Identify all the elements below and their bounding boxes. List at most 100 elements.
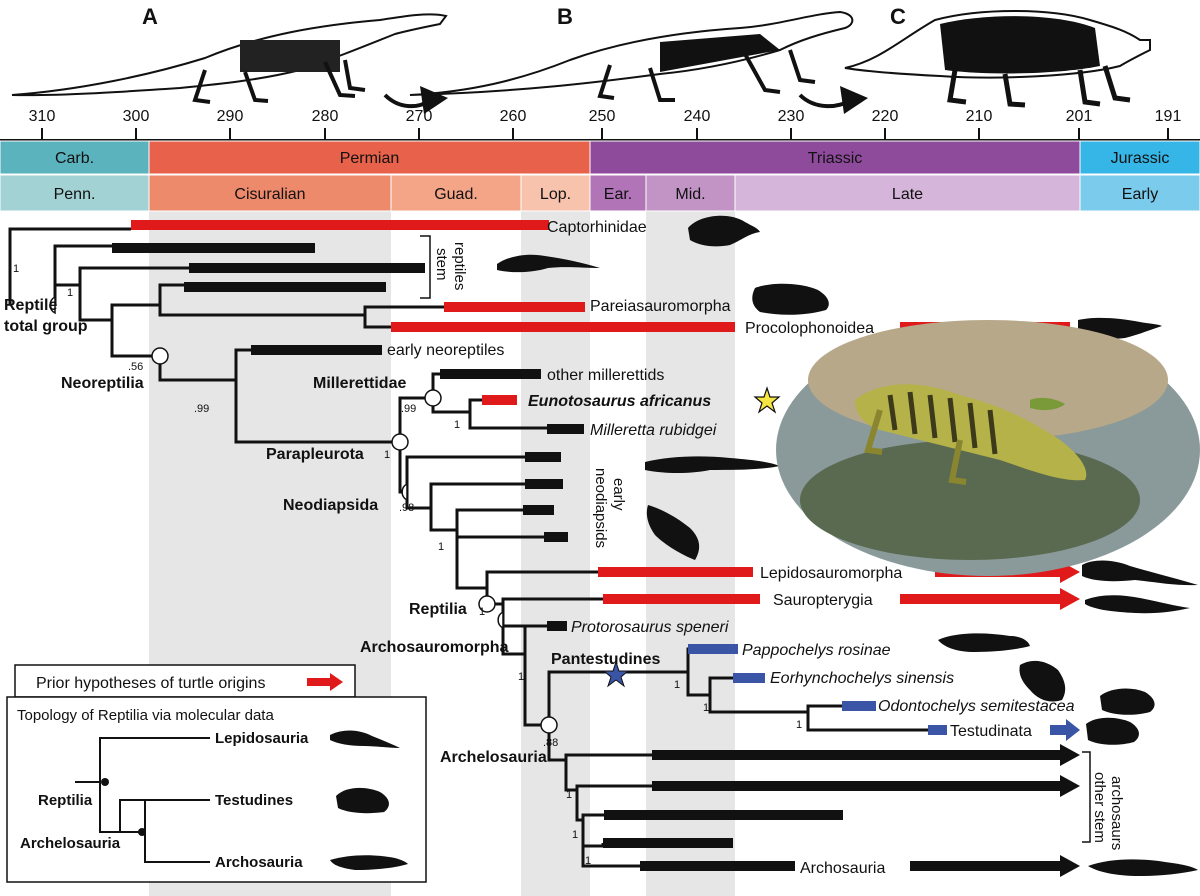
tick-label: 300	[123, 108, 150, 125]
support-98: .98	[399, 502, 414, 514]
epoch-label: Penn.	[54, 186, 96, 203]
support-total: 1	[67, 287, 73, 299]
arrow-stem-archosaur-2	[1060, 775, 1080, 797]
support-neodiapsid: 1	[438, 541, 444, 553]
legend-lizard-icon	[330, 730, 400, 748]
clade-millerettidae: Millerettidae	[313, 375, 406, 392]
period-label: Permian	[340, 150, 400, 167]
label-testudinata: Testudinata	[950, 723, 1032, 740]
lizard-silhouette-2	[1082, 560, 1198, 586]
skeleton-b	[409, 10, 868, 114]
bar-pareiasauromorpha	[444, 302, 585, 312]
clade-neoreptilia: Neoreptilia	[61, 375, 144, 392]
legend-crocodile-icon	[330, 855, 408, 870]
eunotosaurus-reconstruction	[776, 320, 1200, 576]
label-other-millerettids: other millerettids	[547, 367, 664, 384]
support-reptilia: 1	[479, 606, 485, 618]
bar-archosauria-2	[910, 861, 1060, 871]
node-parapleurota	[391, 433, 409, 451]
epoch-bar	[520, 174, 591, 212]
support-stem-1: 1	[566, 789, 572, 801]
bar-neodiapsid-4	[544, 532, 568, 542]
label-eorhynchochelys: Eorhynchochelys sinensis	[770, 670, 954, 687]
skeleton-a	[11, 13, 448, 114]
tree-branches	[8, 227, 928, 868]
range-bars	[112, 220, 1080, 877]
brackets	[420, 235, 1091, 843]
bracket-stem-reptiles	[420, 235, 431, 299]
label-neodiapsids: neodiapsids	[592, 468, 609, 548]
support-parapleurota: 1	[384, 449, 390, 461]
panel-label-a: A	[142, 4, 158, 29]
node-half-archosauromorpha	[497, 610, 504, 630]
arrow-archosauria	[1060, 855, 1080, 877]
node-markers	[49, 295, 558, 734]
label-other-stem: other stem	[1091, 772, 1108, 843]
turtle-silhouette	[1086, 717, 1139, 745]
arrow-sauropterygia	[1060, 588, 1080, 610]
epoch-label: Early	[1122, 186, 1158, 203]
epoch-label: Guad.	[434, 186, 478, 203]
panel-label-b: B	[557, 4, 573, 29]
support-99a: .99	[194, 403, 209, 415]
clade-pantestudines: Pantestudines	[551, 651, 660, 668]
legend-molecular-title: Topology of Reptilia via molecular data	[17, 707, 274, 724]
legend	[6, 664, 427, 883]
support-pant-1: 1	[674, 679, 680, 691]
bar-eorhynchochelys	[733, 673, 765, 683]
label-early: early	[610, 478, 627, 511]
marine-reptile-silhouette	[1085, 595, 1190, 614]
tick-label: 210	[966, 108, 993, 125]
label-protorosaurus: Protorosaurus speneri	[571, 619, 729, 636]
label-stem: stem	[433, 248, 450, 281]
bar-neodiapsid-2	[525, 479, 563, 489]
support-stem-3: 1	[585, 855, 591, 867]
epoch-label: Mid.	[675, 186, 705, 203]
epoch-bar	[0, 174, 150, 212]
archosaur-silhouette	[1088, 859, 1198, 876]
period-bar	[589, 140, 1081, 175]
neodiapsid-silhouette	[645, 456, 780, 473]
period-label: Triassic	[808, 150, 863, 167]
legend-reptilia: Reptilia	[38, 792, 93, 809]
epoch-bar	[589, 174, 647, 212]
label-odontochelys: Odontochelys semitestacea	[878, 698, 1075, 715]
support-stem-2: 1	[572, 829, 578, 841]
bar-procolophonoidea-1	[391, 322, 735, 332]
captorhinid-silhouette	[688, 215, 760, 247]
clade-parapleurota: Parapleurota	[266, 446, 364, 463]
label-archosaurs: archosaurs	[1108, 776, 1125, 850]
bar-neodiapsid-3	[523, 505, 554, 515]
bar-sauropterygia	[603, 594, 760, 604]
period-label: Jurassic	[1111, 150, 1170, 167]
bar-stem-archosaur-3	[604, 810, 843, 820]
clade-archosauromorpha: Archosauromorpha	[360, 639, 509, 656]
epoch-bar	[1079, 174, 1200, 212]
label-pappochelys: Pappochelys rosinae	[742, 642, 891, 659]
epoch-label: Lop.	[540, 186, 571, 203]
tick-label: 280	[312, 108, 339, 125]
bar-early-neoreptiles	[251, 345, 382, 355]
tick-label: 250	[589, 108, 616, 125]
eorhynchochelys-silhouette	[1019, 660, 1066, 702]
epoch-bar	[390, 174, 522, 212]
legend-archosauria: Archosauria	[215, 854, 303, 871]
support-neoreptilia: .56	[128, 361, 143, 373]
bar-lepidosauromorpha	[598, 567, 753, 577]
bar-testudinata	[928, 725, 947, 735]
bar-stem-reptile-2	[189, 263, 425, 273]
epoch-label: Ear.	[604, 186, 632, 203]
bar-stem-archosaur-2	[652, 781, 1060, 791]
arrow-stem-archosaur-1	[1060, 744, 1080, 766]
legend-prior-box	[14, 664, 356, 698]
bar-stem-archosaur-1	[652, 750, 1060, 760]
lizard-silhouette-1	[497, 254, 600, 273]
support-pant-3: 1	[796, 719, 802, 731]
support-root: 1	[13, 263, 19, 275]
molecular-tree	[75, 737, 210, 863]
star-eunotosaurus	[753, 386, 781, 414]
tick-label: 240	[684, 108, 711, 125]
skeleton-illustrations	[11, 10, 1151, 114]
